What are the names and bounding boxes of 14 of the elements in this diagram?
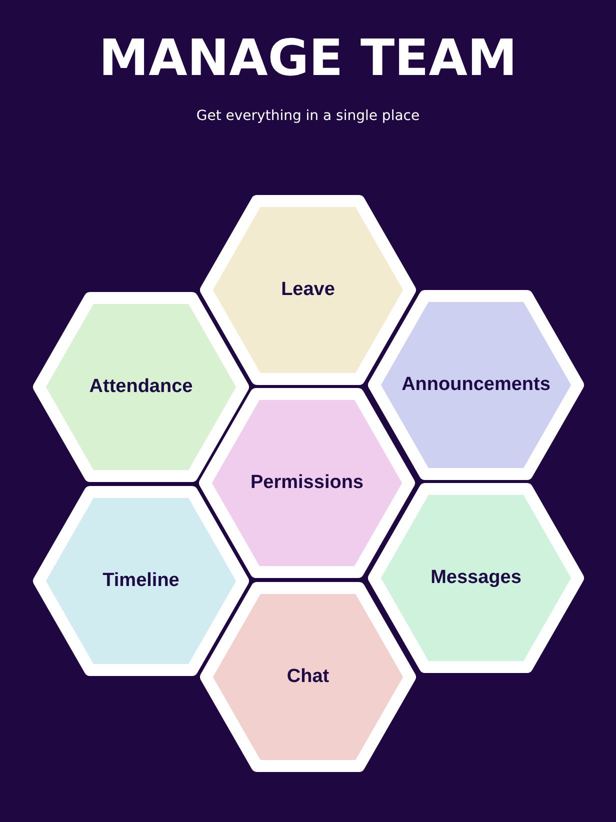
tile-label: Messages	[430, 566, 522, 590]
tile-label: Attendance	[89, 375, 193, 399]
tile-label: Chat	[286, 665, 330, 689]
title: MANAGE TEAM	[98, 28, 518, 88]
tile-label: Announcements	[402, 373, 550, 397]
tile-label: Leave	[281, 278, 335, 302]
hexagon-tile	[368, 483, 584, 673]
hexagon-tile	[33, 292, 249, 482]
subtitle: Get everything in a single place	[196, 107, 420, 126]
hexagon-tile	[200, 582, 416, 772]
hexagon-tile	[33, 486, 249, 676]
tile-label: Timeline	[102, 569, 180, 593]
tile-label: Permissions	[250, 471, 364, 495]
hexagon-tile	[368, 290, 584, 480]
